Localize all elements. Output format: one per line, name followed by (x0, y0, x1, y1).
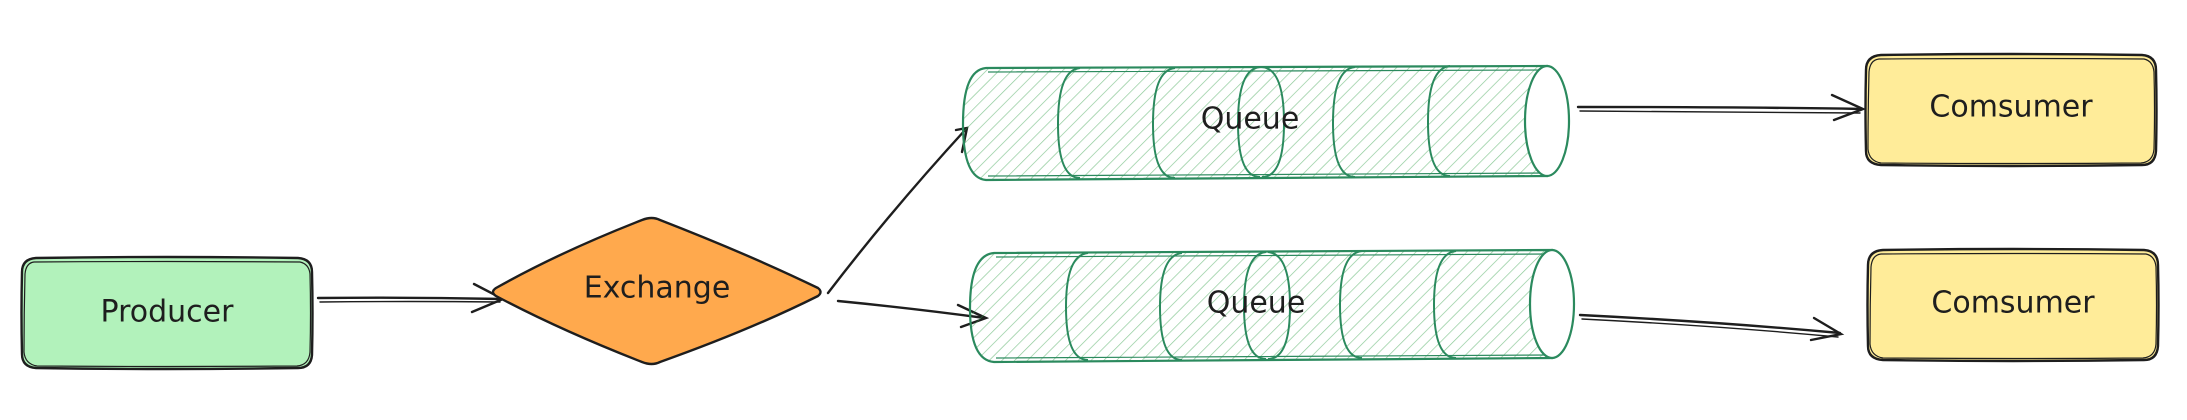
consumer-bottom-box (1868, 250, 2158, 360)
arrow-shaft (1576, 105, 1864, 111)
queue-bottom-segment (1432, 250, 1457, 359)
edge-exchange-queue-top (826, 126, 969, 295)
queue-top-body (961, 64, 1549, 182)
arrow-shaft-sketch (1579, 110, 1861, 114)
queue-bottom-cap (1528, 248, 1576, 360)
arrow-shaft (826, 127, 968, 295)
producer-outline-sketch (23, 260, 312, 368)
exchange-node[interactable]: Exchange (491, 216, 822, 366)
consumer-bottom-label: Comsumer (1931, 286, 2095, 321)
edge-queue-top-consumer-top (1576, 93, 1867, 122)
producer-outline (20, 255, 314, 371)
consumer-top-node[interactable]: Comsumer (1864, 52, 2158, 168)
consumer-bottom-node[interactable]: Comsumer (1866, 247, 2160, 363)
arrow-shaft-sketch (319, 300, 501, 303)
producer-box (22, 258, 312, 368)
arrow-head-icon (1809, 316, 1845, 342)
queue-bottom-body (968, 248, 1554, 364)
consumer-top-outline (1864, 52, 2158, 168)
arrow-shaft (316, 296, 504, 301)
arrow-shaft (836, 299, 987, 320)
queue-bottom-segment (1338, 250, 1363, 359)
consumer-top-label: Comsumer (1929, 90, 2093, 125)
queue-bottom-label: Queue (1207, 286, 1306, 321)
queue-top-segment (1236, 66, 1261, 178)
consumer-top-box (1866, 55, 2156, 165)
edge-queue-bottom-consumer-bottom (1578, 313, 1845, 342)
queue-top-segment (1331, 66, 1356, 178)
queue-top-cap (1523, 64, 1571, 178)
queue-top-sketch (987, 69, 1546, 177)
queue-bottom-sketch (995, 253, 1551, 359)
queue-top-segment (1056, 67, 1081, 179)
edge-exchange-queue-bottom (836, 299, 990, 329)
arrow-head-icon (1830, 93, 1867, 122)
arrow-shaft-sketch (1581, 318, 1839, 338)
queue-bottom-node[interactable]: Queue (968, 248, 1576, 364)
producer-node[interactable]: Producer (20, 255, 314, 371)
queue-top-segment (1426, 65, 1451, 177)
queue-top-label: Queue (1201, 102, 1300, 137)
consumer-bottom-outline-sketch (1869, 252, 2158, 360)
queue-bottom-segment (1064, 252, 1089, 361)
consumer-bottom-outline (1866, 247, 2160, 363)
queue-bottom-segment (1158, 252, 1183, 361)
producer-label: Producer (101, 295, 235, 330)
queue-top-segment (1261, 66, 1286, 178)
queue-bottom-segment (1267, 251, 1292, 360)
consumer-top-outline-sketch (1867, 57, 2156, 165)
exchange-diamond (491, 216, 822, 366)
edge-producer-exchange (316, 282, 506, 314)
queue-bottom-segment (1242, 251, 1267, 360)
queue-top-node[interactable]: Queue (961, 64, 1571, 182)
queue-top-segment (1151, 67, 1176, 179)
arrow-shaft (1578, 313, 1842, 335)
exchange-label: Exchange (584, 271, 731, 306)
